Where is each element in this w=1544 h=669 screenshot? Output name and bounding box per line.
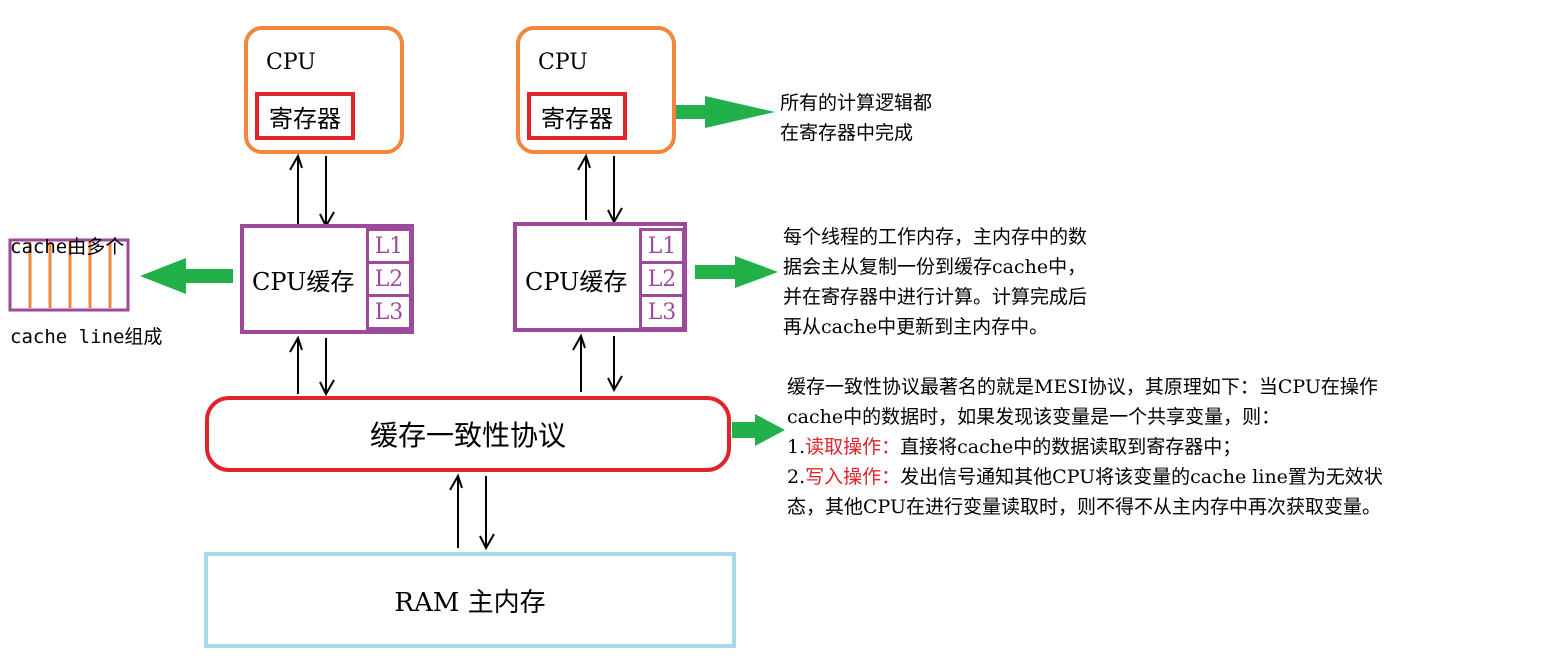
cache-note: 每个线程的工作内存，主内存中的数 据会主从复制一份到缓存cache中， 并在寄存… xyxy=(783,222,1087,342)
cache-right-l3: L3 xyxy=(639,294,685,330)
register-left: 寄存器 xyxy=(255,92,355,140)
cache-right-label: CPU缓存 xyxy=(525,268,628,296)
cpu-right-label: CPU xyxy=(538,50,588,75)
register-note-2: 在寄存器中完成 xyxy=(780,122,914,144)
cache-left-label: CPU缓存 xyxy=(252,268,355,296)
bus-arrows xyxy=(289,153,623,551)
cache-left-l2: L2 xyxy=(366,261,412,297)
main-memory: RAM 主内存 xyxy=(204,552,736,648)
cache-note-1: 每个线程的工作内存，主内存中的数 xyxy=(783,226,1088,248)
mesi-read-text: 直接将cache中的数据读取到寄存器中； xyxy=(900,436,1242,458)
cache-line-note: cache由多个 cache line组成 xyxy=(10,172,162,382)
cpu-left: CPU 寄存器 xyxy=(244,26,404,154)
arrow-register-note xyxy=(640,96,775,128)
mesi-read-prefix: 1. xyxy=(787,436,806,458)
mesi-write-prefix: 2. xyxy=(787,466,806,488)
mesi-note: 缓存一致性协议最著名的就是MESI协议，其原理如下：当CPU在操作 cache中… xyxy=(787,372,1537,522)
arrow-cache-note xyxy=(695,256,778,288)
mesi-line-1: 缓存一致性协议最著名的就是MESI协议，其原理如下：当CPU在操作 xyxy=(787,376,1378,398)
cache-line-strip xyxy=(8,238,130,312)
cache-right-l1: L1 xyxy=(639,228,685,264)
arrow-mesi-note xyxy=(732,414,785,446)
cache-left-l1: L1 xyxy=(366,228,412,264)
cache-left-l3: L3 xyxy=(366,294,412,330)
mesi-line-5: 态，其他CPU在进行变量读取时，则不得不从主内存中再次获取变量。 xyxy=(787,496,1382,518)
arrow-to-cache-line xyxy=(140,258,233,294)
cpu-left-label: CPU xyxy=(266,50,316,75)
mesi-read-label: 读取操作： xyxy=(805,436,901,458)
cache-note-2: 据会主从复制一份到缓存cache中， xyxy=(783,256,1087,278)
mesi-line-write: 2.写入操作：发出信号通知其他CPU将该变量的cache line置为无效状 xyxy=(787,462,1537,492)
mesi-write-label: 写入操作： xyxy=(805,466,901,488)
cpu-right: CPU 寄存器 xyxy=(516,26,676,154)
cache-right-l2: L2 xyxy=(639,261,685,297)
cache-line-note-2: cache line组成 xyxy=(10,326,163,348)
cache-note-4: 再从cache中更新到主内存中。 xyxy=(783,316,1049,338)
mesi-write-text: 发出信号通知其他CPU将该变量的cache line置为无效状 xyxy=(900,466,1383,488)
cache-right: CPU缓存 L1 L2 L3 xyxy=(513,222,687,332)
cache-line-note-1: cache由多个 xyxy=(10,236,125,258)
cache-note-3: 并在寄存器中进行计算。计算完成后 xyxy=(783,286,1088,308)
coherence-protocol: 缓存一致性协议 xyxy=(205,396,731,472)
mesi-line-read: 1.读取操作：直接将cache中的数据读取到寄存器中； xyxy=(787,432,1537,462)
register-note-1: 所有的计算逻辑都 xyxy=(780,92,933,114)
mesi-line-2: cache中的数据时，如果发现该变量是一个共享变量，则： xyxy=(787,406,1281,428)
register-note: 所有的计算逻辑都 在寄存器中完成 xyxy=(780,88,932,148)
cache-left: CPU缓存 L1 L2 L3 xyxy=(240,224,414,334)
register-right: 寄存器 xyxy=(527,92,627,140)
